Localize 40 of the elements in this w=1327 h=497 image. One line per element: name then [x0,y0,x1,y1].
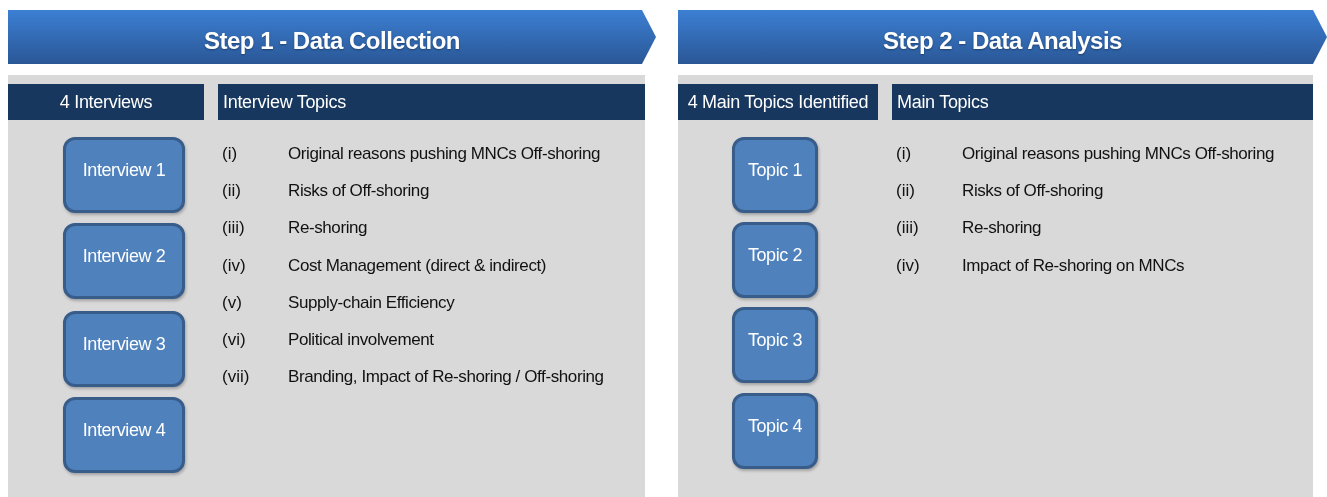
panel-background [678,75,1313,497]
arrow-banner [8,10,656,64]
banner-title: Step 2 - Data Analysis [883,27,1122,55]
rounded-box: Topic 2 [732,222,818,298]
header-bar: 4 Interviews [8,84,204,120]
list-item-text: Re-shoring [962,218,1042,239]
list-number: (i) [222,143,239,164]
list-item-text: Cost Management (direct & indirect) [288,255,547,276]
list-item-text: Original reasons pushing MNCs Off-shoring [288,143,601,164]
header-bar: Main Topics [892,84,1313,120]
list-number: (vi) [222,330,247,351]
list-item-text: Political involvement [288,330,434,351]
rounded-box: Interview 4 [63,397,185,473]
list-number: (iv) [222,255,247,276]
list-number: (v) [222,292,243,313]
list-item-text: Original reasons pushing MNCs Off-shoring [962,143,1275,164]
rounded-box: Topic 3 [732,307,818,383]
list-number: (vii) [222,367,251,388]
banner-title: Step 1 - Data Collection [203,27,460,55]
arrow-banner [678,10,1327,64]
list-item-text: Supply-chain Efficiency [288,292,455,313]
list-number: (iv) [896,255,921,276]
rounded-box: Interview 2 [63,223,185,299]
rounded-box: Interview 3 [63,311,185,387]
list-item-text: Impact of Re-shoring on MNCs [962,255,1185,276]
list-number: (ii) [896,180,916,201]
list-item-text: Re-shoring [288,218,368,239]
list-number: (iii) [222,218,246,239]
list-number: (iii) [896,218,920,239]
list-item-text: Branding, Impact of Re-shoring / Off-shoring [288,367,604,388]
list-item-text: Risks of Off-shoring [962,180,1103,201]
rounded-box: Topic 4 [732,393,818,469]
list-number: (i) [896,143,913,164]
rounded-box: Interview 1 [63,137,185,213]
header-bar: 4 Main Topics Identified [678,84,878,120]
panel-background [8,75,645,497]
list-item-text: Risks of Off-shoring [288,180,429,201]
list-number: (ii) [222,180,242,201]
header-bar: Interview Topics [218,84,645,120]
rounded-box: Topic 1 [732,137,818,213]
